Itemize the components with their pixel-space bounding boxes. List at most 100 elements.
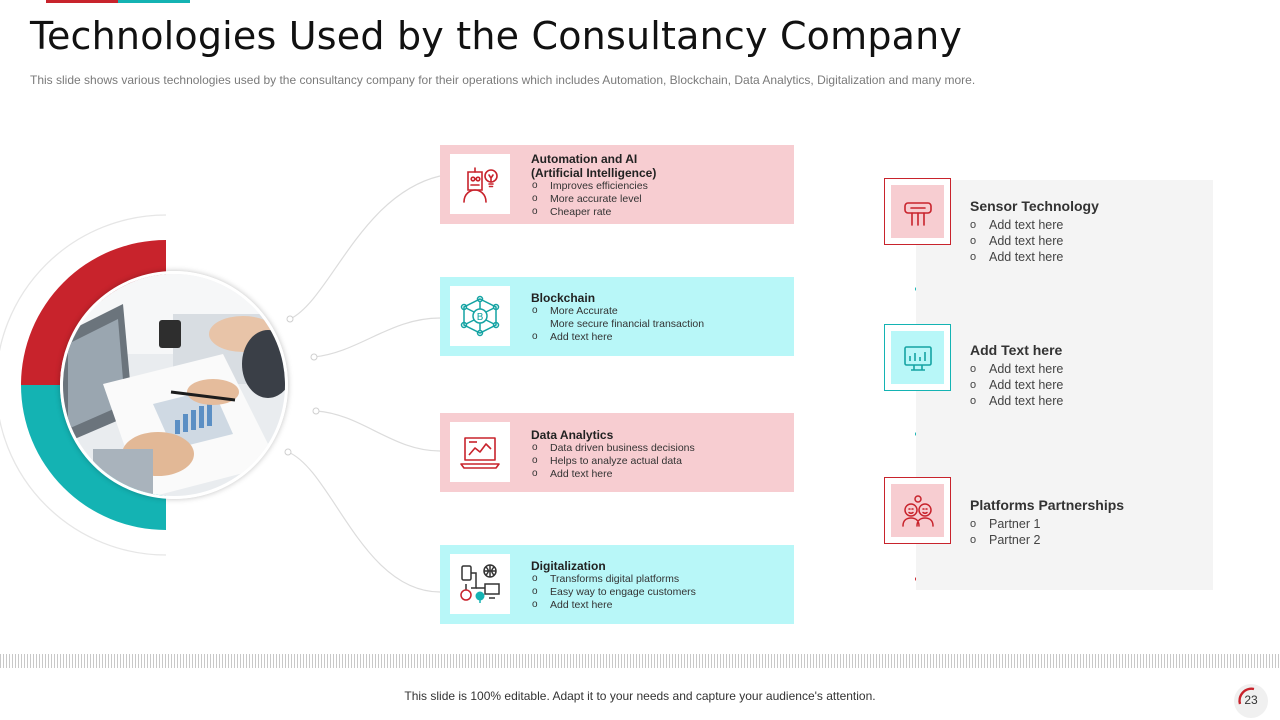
- bullet-marker: o: [532, 585, 538, 597]
- sensor-chip-icon: [903, 201, 932, 226]
- bullet-marker: o: [970, 379, 977, 391]
- red-arc: [21, 240, 166, 385]
- meeting-photo: [60, 271, 288, 499]
- list-item: o Data driven business decisions: [531, 442, 786, 455]
- partners-icon-frame: [884, 477, 951, 544]
- sensor-icon-frame: [884, 178, 951, 245]
- bullet-marker: o: [532, 330, 538, 342]
- card-title-line-1: Automation and AI: [531, 152, 638, 166]
- list-item-text: Add text here: [989, 218, 1064, 232]
- page-number: 23: [1244, 693, 1258, 707]
- bullet-marker: o: [532, 467, 538, 479]
- list-item: o Add text here: [970, 217, 1099, 233]
- right-item-title: Sensor Technology: [970, 198, 1099, 214]
- list-item-text: More secure financial transaction: [550, 317, 705, 330]
- right-item-title: Platforms Partnerships: [970, 497, 1125, 513]
- top-accent-red: [46, 0, 118, 3]
- icon-box: [891, 185, 944, 238]
- monitor-chart-icon: [903, 345, 932, 371]
- bullet-marker: o: [970, 363, 977, 375]
- bullet-marker: o: [532, 205, 538, 217]
- bullet-marker: o: [532, 442, 538, 453]
- analytics-laptop-icon: [460, 437, 500, 469]
- icon-box: [450, 554, 510, 614]
- bullet-marker: o: [970, 219, 977, 231]
- list-item: o Add text here: [970, 377, 1063, 393]
- card-data-analytics: Data Analytics o Data driven business dec…: [440, 413, 794, 492]
- footer-stripe: [0, 654, 1280, 668]
- slide-title: Technologies Used by the Consultancy Com…: [30, 14, 963, 58]
- list-item: o Partner 1: [970, 516, 1124, 532]
- card-automation-ai: Automation and AI (Artificial Intelligen…: [440, 145, 794, 224]
- list-item-text: Data driven business decisions: [550, 442, 695, 454]
- list-item: o Add text here: [531, 599, 786, 612]
- bullet-marker: o: [970, 518, 977, 530]
- icon-box: [450, 154, 510, 214]
- right-panel-background: [916, 180, 1213, 590]
- partners-people-icon: [901, 494, 934, 527]
- robot-ai-icon: [463, 167, 498, 203]
- page-number-badge: 23: [1234, 684, 1268, 718]
- bullet-marker: o: [532, 180, 538, 191]
- list-item: o More accurate level: [531, 193, 786, 206]
- list-item-text: Partner 1: [989, 517, 1041, 531]
- list-item-text: Add text here: [550, 598, 613, 611]
- list-item-text: Improves efficiencies: [550, 180, 648, 192]
- card-title: Data Analytics: [531, 428, 614, 442]
- icon-box: B: [450, 286, 510, 346]
- connector-lines: [287, 175, 441, 593]
- list-item-text: More accurate level: [550, 192, 642, 205]
- svg-text:B: B: [477, 312, 484, 323]
- list-item-text: Add text here: [989, 378, 1064, 392]
- bullet-marker: o: [532, 305, 538, 316]
- list-item-text: Add text here: [989, 362, 1064, 376]
- teal-arc: [21, 385, 166, 530]
- blockchain-network-icon: B: [460, 295, 500, 337]
- list-item-text: Easy way to engage customers: [550, 585, 696, 598]
- photo-illustration: [63, 274, 285, 496]
- list-item-text: Add text here: [550, 467, 613, 480]
- icon-box: [891, 331, 944, 384]
- monitor-icon-frame: [884, 324, 951, 391]
- bullet-marker: o: [970, 534, 977, 546]
- digital-devices-icon: [460, 564, 500, 603]
- slide-subtitle: This slide shows various technologies us…: [30, 73, 976, 87]
- list-item-text: Cheaper rate: [550, 205, 612, 218]
- bullet-marker: o: [532, 192, 538, 204]
- list-item-text: Partner 2: [989, 533, 1041, 547]
- list-item: o Cheaper rate: [531, 206, 786, 219]
- outer-thin-ring: [0, 214, 167, 556]
- card-title: Digitalization: [531, 559, 606, 573]
- list-item-text: Helps to analyze actual data: [550, 454, 682, 467]
- list-item-text: Add text here: [989, 234, 1064, 248]
- page-number-arc: [1238, 687, 1255, 705]
- list-item-text: Add text here: [989, 250, 1064, 264]
- list-item: o Easy way to engage customers: [531, 586, 786, 599]
- list-item: More secure financial transaction: [531, 318, 786, 331]
- footer-note: This slide is 100% editable. Adapt it to…: [404, 689, 876, 703]
- icon-box: [891, 484, 944, 537]
- list-item: o Add text here: [531, 468, 786, 481]
- bullet-marker: o: [532, 598, 538, 610]
- list-item: o Add text here: [970, 361, 1063, 377]
- list-item-text: Add text here: [989, 394, 1064, 408]
